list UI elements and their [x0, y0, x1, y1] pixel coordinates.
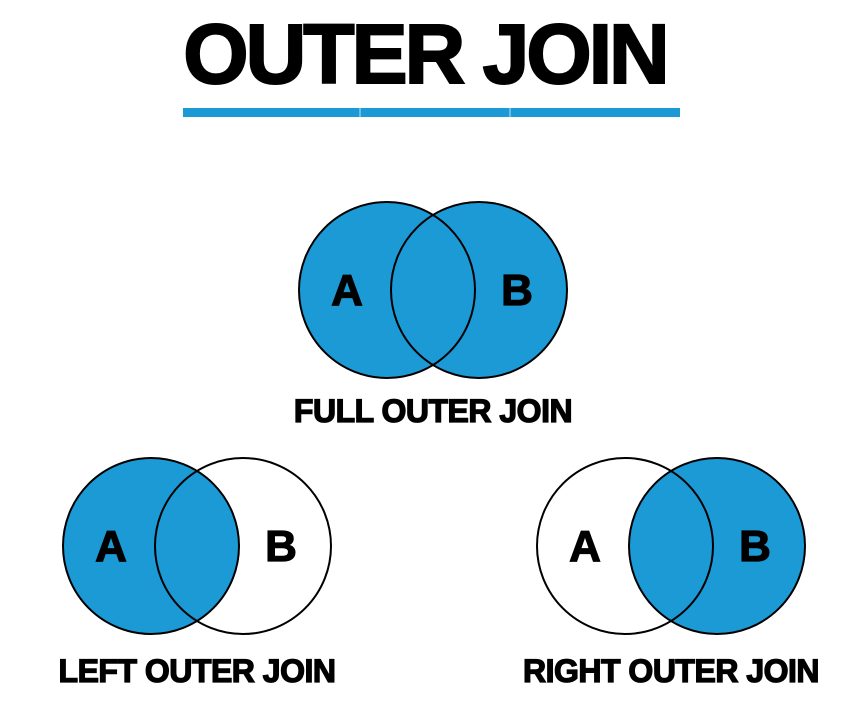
circle-a-outline — [536, 457, 714, 635]
label-a: A — [569, 522, 601, 571]
circle-b-outline — [628, 457, 806, 635]
circle-a-outline — [62, 457, 240, 635]
right-outer-join-caption: RIGHT OUTER JOIN — [522, 653, 820, 689]
page-title: OUTER JOIN — [182, 7, 670, 101]
label-b: B — [739, 522, 771, 571]
circle-b-outline — [390, 201, 568, 379]
label-b: B — [501, 266, 533, 315]
label-a: A — [331, 266, 363, 315]
left-outer-join-caption: LEFT OUTER JOIN — [58, 653, 337, 689]
underline-seam — [359, 108, 362, 117]
overlap-fill — [629, 458, 713, 634]
label-b: B — [265, 522, 297, 571]
overlap-fill — [155, 458, 239, 634]
circle-a-outline — [298, 201, 476, 379]
circle-b-outline — [154, 457, 332, 635]
left-outer-join-diagram: A B LEFT OUTER JOIN — [27, 456, 367, 689]
right-outer-join-venn: A B — [536, 457, 806, 635]
full-outer-join-venn: A B — [298, 201, 568, 379]
right-outer-join-diagram: A B RIGHT OUTER JOIN — [491, 456, 850, 689]
left-outer-join-venn: A B — [62, 457, 332, 635]
title-underline-bar — [183, 108, 680, 117]
full-outer-join-diagram: A B FULL OUTER JOIN — [263, 200, 603, 429]
overlap-fill — [391, 202, 475, 378]
label-a: A — [95, 522, 127, 571]
full-outer-join-caption: FULL OUTER JOIN — [293, 393, 573, 429]
underline-seam — [508, 108, 511, 117]
